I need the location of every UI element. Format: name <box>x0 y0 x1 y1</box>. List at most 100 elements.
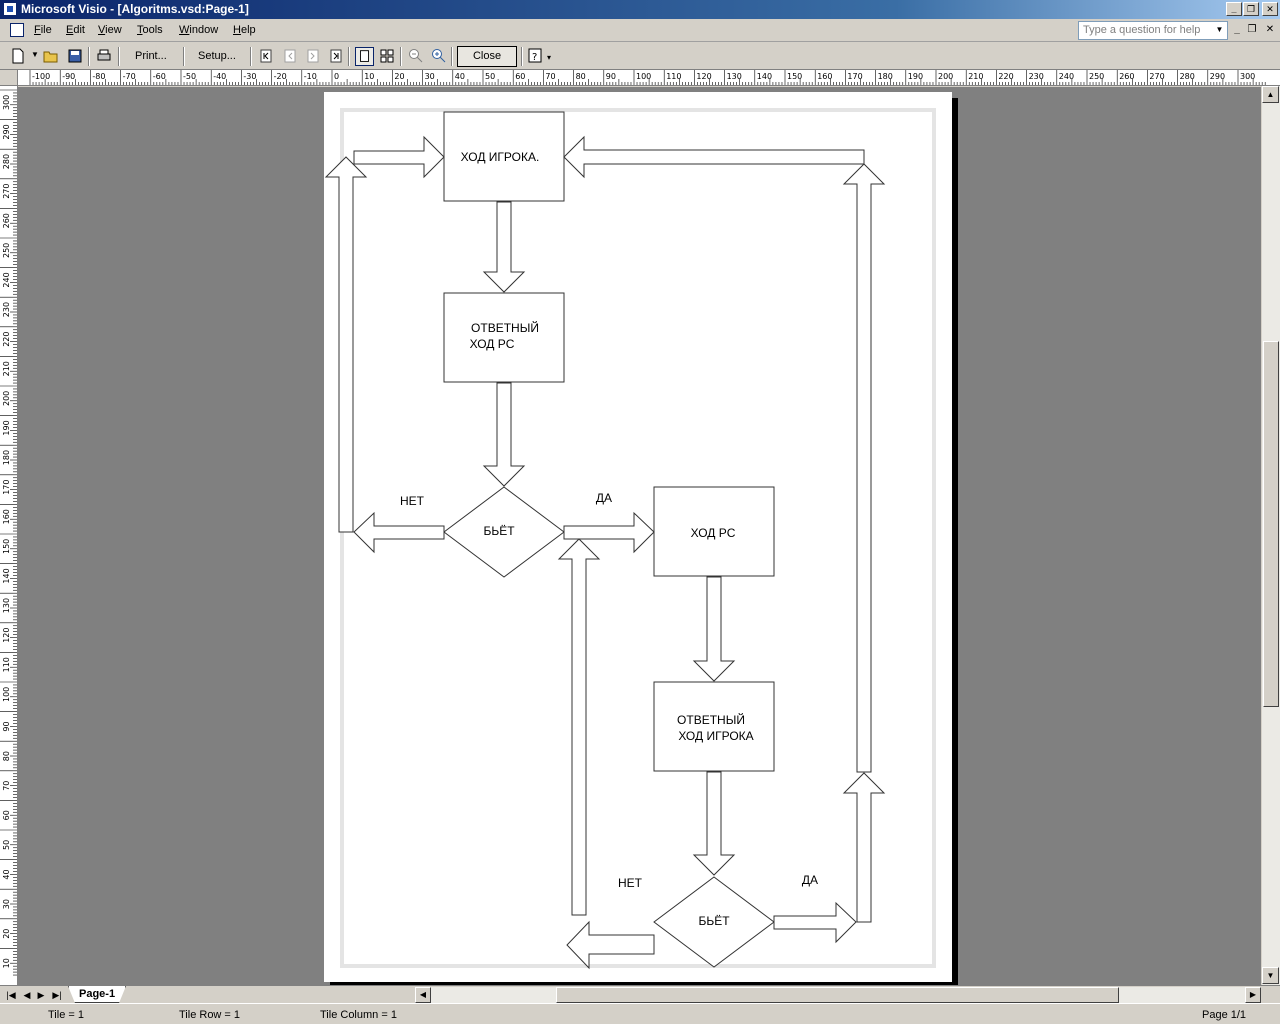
menu-view[interactable]: View <box>98 24 122 36</box>
setup-button[interactable]: Setup... <box>198 50 236 62</box>
close-preview-button[interactable]: Close <box>457 46 517 67</box>
save-icon[interactable] <box>67 48 83 64</box>
horizontal-scrollbar[interactable]: ◀ ▶ <box>415 987 1261 1003</box>
decision-1[interactable] <box>443 486 565 578</box>
previous-tile-icon[interactable] <box>282 48 298 64</box>
ruler-label: 240 <box>1059 72 1074 81</box>
box-pc-move[interactable] <box>653 486 775 577</box>
doc-minimize-button[interactable]: _ <box>1234 24 1240 35</box>
vertical-scroll-thumb[interactable] <box>1263 341 1279 707</box>
drawing-canvas[interactable]: ХОД ИГРОКА. ОТВЕТНЫЙ ХОД PC БЬЁТ НЕТ ДА … <box>18 87 1261 985</box>
new-dropdown-icon[interactable]: ▼ <box>31 50 39 59</box>
horizontal-scroll-thumb[interactable] <box>556 987 1119 1003</box>
doc-close-button[interactable]: ✕ <box>1265 24 1275 35</box>
menu-window[interactable]: Window <box>179 24 219 36</box>
ruler-label: 80 <box>2 751 11 761</box>
arrow-down-4[interactable] <box>692 771 736 876</box>
last-tile-icon[interactable] <box>328 48 344 64</box>
print-button[interactable]: Print... <box>135 50 167 62</box>
ruler-label: 170 <box>2 480 11 495</box>
first-page-icon[interactable]: |◀ <box>6 990 16 1000</box>
ruler-label: 200 <box>2 391 11 406</box>
close-window-button[interactable]: ✕ <box>1262 2 1278 16</box>
menu-edit[interactable]: Edit <box>66 24 85 36</box>
toolbar-separator <box>88 47 90 66</box>
doc-restore-button[interactable]: ❐ <box>1247 24 1257 35</box>
arrow-no-1-up[interactable] <box>324 156 368 533</box>
visio-app-icon[interactable] <box>3 2 17 16</box>
ruler-label: 180 <box>878 72 893 81</box>
menu-help[interactable]: Help <box>233 24 256 36</box>
printer-icon[interactable] <box>96 48 112 64</box>
arrow-yes-2-up-upper[interactable] <box>842 163 886 773</box>
document-icon[interactable] <box>10 23 24 37</box>
decision-2-no-label: НЕТ <box>618 876 643 890</box>
toolbar-separator <box>400 47 402 66</box>
arrow-yes-1-right[interactable] <box>563 511 655 554</box>
menu-tools[interactable]: Tools <box>137 24 163 36</box>
arrow-no-2-up[interactable] <box>557 538 601 916</box>
ruler-label: 210 <box>968 72 983 81</box>
ruler-label: 20 <box>2 929 11 939</box>
ruler-label: 220 <box>998 72 1013 81</box>
decision-2[interactable] <box>653 876 775 968</box>
arrow-no-1-left[interactable] <box>353 511 445 554</box>
single-tile-icon[interactable] <box>355 47 374 66</box>
first-tile-icon[interactable] <box>258 48 274 64</box>
help-dropdown-icon[interactable]: ▼ <box>1215 25 1224 34</box>
next-page-icon[interactable]: ▶ <box>37 990 45 1000</box>
page-tab-page-1[interactable]: Page-1 <box>68 986 126 1003</box>
scroll-left-icon[interactable]: ◀ <box>415 987 431 1003</box>
box-player-reply[interactable] <box>653 681 775 772</box>
ruler-label: 30 <box>2 899 11 909</box>
scroll-up-icon[interactable]: ▲ <box>1262 86 1279 103</box>
box-pc-reply[interactable] <box>443 292 565 383</box>
help-search-input[interactable]: Type a question for help <box>1078 21 1228 40</box>
new-document-icon[interactable] <box>10 48 26 64</box>
decision-1-label: БЬЁТ <box>483 524 515 538</box>
ruler-label: 250 <box>2 243 11 258</box>
box-pc-move-label: ХОД PC <box>691 526 736 540</box>
arrow-down-1[interactable] <box>482 201 526 293</box>
ruler-corner <box>0 70 18 86</box>
arrow-no-1-right[interactable] <box>353 135 445 179</box>
whole-page-icon[interactable] <box>379 48 395 64</box>
arrow-down-2[interactable] <box>482 382 526 487</box>
menu-file[interactable]: File <box>34 24 52 36</box>
flowchart: ХОД ИГРОКА. ОТВЕТНЫЙ ХОД PC БЬЁТ НЕТ ДА … <box>324 108 936 970</box>
ruler-label: -50 <box>183 72 196 81</box>
next-tile-icon[interactable] <box>305 48 321 64</box>
arrow-yes-2-up-lower[interactable] <box>842 772 886 923</box>
zoom-in-icon[interactable] <box>431 48 447 64</box>
title-bar: Microsoft Visio - [Algoritms.vsd:Page-1]… <box>0 0 1280 19</box>
scroll-down-icon[interactable]: ▼ <box>1262 967 1279 984</box>
help-icon[interactable]: ? <box>527 48 543 64</box>
ruler-label: 70 <box>2 781 11 791</box>
open-folder-icon[interactable] <box>43 48 59 64</box>
drawing-page[interactable]: ХОД ИГРОКА. ОТВЕТНЫЙ ХОД PC БЬЁТ НЕТ ДА … <box>324 92 952 982</box>
restore-button[interactable]: ❐ <box>1243 2 1259 16</box>
arrow-yes-2-right[interactable] <box>773 901 857 944</box>
menu-bar: File Edit View Tools Window Help Type a … <box>0 19 1280 42</box>
ruler-label: 160 <box>817 72 832 81</box>
scroll-right-icon[interactable]: ▶ <box>1245 987 1261 1003</box>
vertical-scrollbar[interactable]: ▲ ▼ <box>1261 86 1280 985</box>
ruler-label: 230 <box>1029 72 1044 81</box>
vertical-ruler-scale: 3002902802702602502402302202102001901801… <box>0 89 17 976</box>
prev-page-icon[interactable]: ◀ <box>23 990 31 1000</box>
status-tile-column: Tile Column = 1 <box>320 1009 397 1021</box>
box-player-move[interactable] <box>443 111 565 202</box>
arrow-yes-2-left[interactable] <box>563 135 865 179</box>
minimize-button[interactable]: _ <box>1226 2 1242 16</box>
zoom-out-icon[interactable] <box>408 48 424 64</box>
ruler-label: -90 <box>62 72 75 81</box>
ruler-label: 100 <box>2 687 11 702</box>
arrow-no-2-left[interactable] <box>566 920 655 970</box>
arrow-down-3[interactable] <box>692 576 736 682</box>
last-page-icon[interactable]: ▶| <box>52 990 62 1000</box>
box-player-reply-label-1: ОТВЕТНЫЙ <box>677 712 745 727</box>
toolbar-options-icon[interactable]: ▾ <box>547 53 552 62</box>
box-pc-reply-label-2: ХОД PC <box>470 337 515 351</box>
